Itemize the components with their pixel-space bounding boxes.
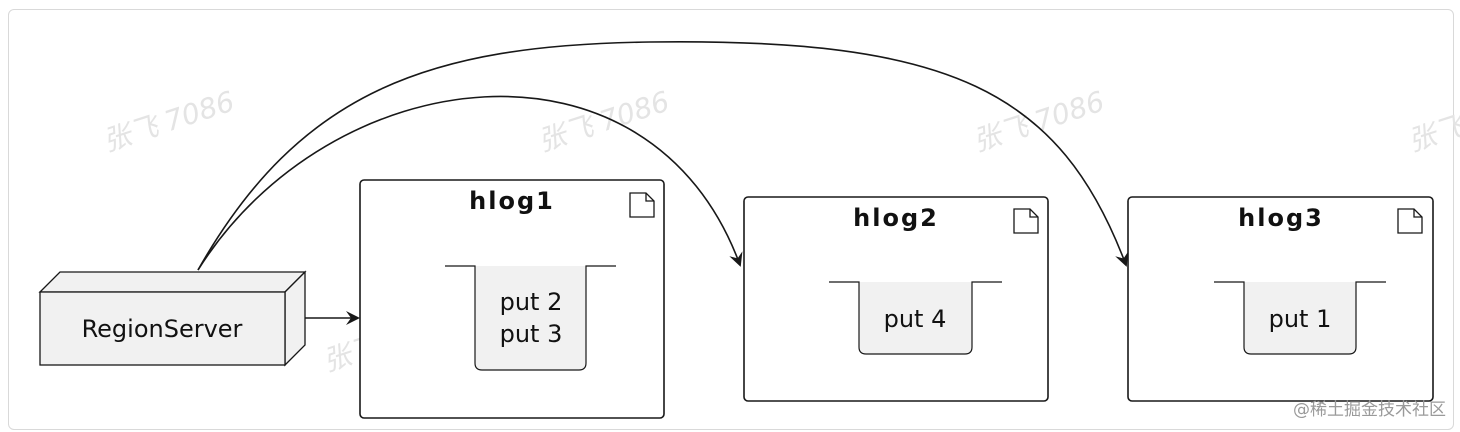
source-watermark: @稀土掘金技术社区 (1293, 400, 1446, 420)
hlog1-title: hlog1 (469, 187, 555, 215)
hlog3-node: hlog3 put 1 (1127, 196, 1434, 402)
hlog1-queue: put 2 put 3 (445, 265, 616, 371)
queue-item: put 3 (500, 320, 563, 348)
queue-item: put 1 (1269, 305, 1332, 333)
hlog3-title: hlog3 (1238, 204, 1324, 232)
edge-regionserver-to-hlog3 (197, 40, 1129, 271)
queue-item: put 4 (884, 305, 947, 333)
hlog3-queue: put 1 (1214, 281, 1386, 355)
document-icon (1013, 208, 1039, 234)
document-icon (629, 192, 655, 218)
hlog1-node: hlog1 put 2 put 3 (359, 179, 665, 419)
regionserver-label: RegionServer (82, 315, 243, 343)
hlog2-queue: put 4 (829, 281, 1002, 355)
regionserver-node: RegionServer (38, 270, 307, 367)
edge-regionserver-to-hlog2 (197, 95, 743, 271)
queue-item: put 2 (500, 288, 563, 316)
hlog2-node: hlog2 put 4 (743, 196, 1049, 402)
hlog2-title: hlog2 (853, 204, 939, 232)
document-icon (1397, 208, 1423, 234)
